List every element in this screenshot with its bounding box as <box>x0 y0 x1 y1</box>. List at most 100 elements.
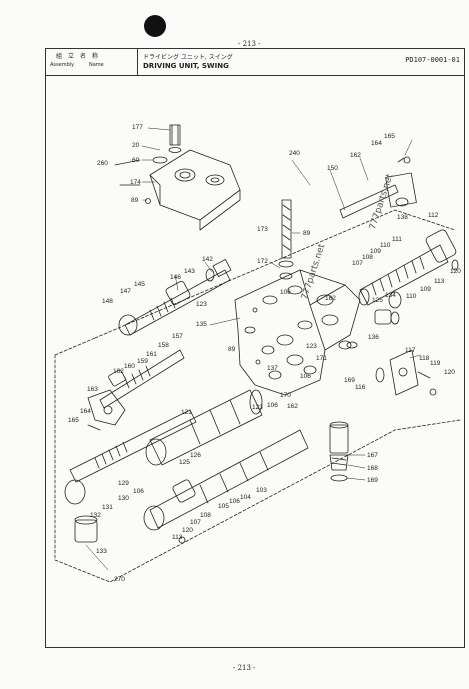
callout-116: 116 <box>355 384 366 391</box>
callout-137: 137 <box>267 365 278 372</box>
callout-120a: 120 <box>450 268 461 275</box>
callout-162b: 162 <box>325 295 336 302</box>
callout-169b: 169 <box>367 477 378 484</box>
callout-163: 163 <box>87 386 98 393</box>
callout-165b: 165 <box>68 417 79 424</box>
callout-123b: 123 <box>252 404 263 411</box>
callout-131: 131 <box>102 504 113 511</box>
callout-177: 177 <box>132 124 143 131</box>
callout-103: 103 <box>256 487 267 494</box>
callout-147: 147 <box>120 288 131 295</box>
callout-165a: 165 <box>384 133 395 140</box>
callout-108b: 108 <box>200 512 211 519</box>
spool-left-upper-icon <box>118 259 232 336</box>
page-number-top: - 213 - <box>238 40 261 48</box>
callout-133: 133 <box>96 548 107 555</box>
callout-270: 270 <box>114 576 125 583</box>
group-boundary-240 <box>94 209 456 339</box>
callout-60: 60 <box>132 157 140 164</box>
callout-110a: 110 <box>380 242 391 249</box>
callout-162a: 162 <box>350 152 361 159</box>
callout-134: 134 <box>385 292 396 299</box>
callout-107b: 107 <box>190 519 201 526</box>
drawing-frame <box>45 48 465 648</box>
callout-113b: 113 <box>172 534 183 541</box>
title-divider <box>137 48 138 75</box>
cover-260-icon <box>145 124 241 231</box>
title-jp: ドライビング ユニット, スイング <box>143 54 233 61</box>
callout-125b: 125 <box>179 459 190 466</box>
callout-143: 143 <box>184 268 195 275</box>
callout-106e: 106 <box>300 373 311 380</box>
callout-160: 160 <box>124 363 135 370</box>
callout-129: 129 <box>118 480 129 487</box>
leader-lines <box>85 127 421 571</box>
punch-hole-mark <box>144 15 166 37</box>
callout-123c: 123 <box>306 343 317 350</box>
callout-125a: 125 <box>372 297 383 304</box>
lever-163-icon <box>87 349 185 431</box>
part-code: PD107-0001-01 <box>405 56 460 64</box>
callout-120b: 120 <box>444 369 455 376</box>
callout-107a: 107 <box>352 260 363 267</box>
callout-136: 136 <box>368 334 379 341</box>
callout-170: 170 <box>280 392 291 399</box>
callout-118: 118 <box>419 355 430 362</box>
title-en: DRIVING UNIT, SWING <box>143 62 229 70</box>
callout-106c: 106 <box>133 488 144 495</box>
callout-167: 167 <box>367 452 378 459</box>
callout-110b: 110 <box>406 293 417 300</box>
callout-108a: 108 <box>362 254 373 261</box>
callout-161: 161 <box>146 351 157 358</box>
callout-171: 171 <box>316 355 327 362</box>
callout-121: 121 <box>181 409 192 416</box>
callout-172: 172 <box>257 258 268 265</box>
callout-142: 142 <box>202 256 213 263</box>
name-label: Name <box>89 62 104 68</box>
callout-138: 138 <box>397 214 408 221</box>
callout-157: 157 <box>172 333 183 340</box>
callout-89b: 89 <box>303 230 311 237</box>
callout-112: 112 <box>428 212 439 219</box>
spool-center-icon <box>145 389 263 466</box>
callout-89c: 89 <box>228 346 236 353</box>
callout-126: 126 <box>190 452 201 459</box>
callout-106d: 106 <box>229 498 240 505</box>
spool-right-icon <box>346 229 459 349</box>
page-number-bottom: - 213 - <box>233 664 256 672</box>
spool-lower-left-icon <box>64 409 197 543</box>
shaft-150-icon <box>339 156 417 219</box>
group-boundary-lower <box>54 337 461 583</box>
callout-164: 164 <box>371 140 382 147</box>
callout-159: 159 <box>137 358 148 365</box>
callout-150: 150 <box>327 165 338 172</box>
callout-106b: 106 <box>267 402 278 409</box>
callout-162c: 162 <box>113 368 124 375</box>
assembly-jp-label: 組立名称 <box>56 53 105 60</box>
callout-104: 104 <box>240 494 251 501</box>
callout-123a: 123 <box>196 301 207 308</box>
plug-167-icon <box>329 421 349 482</box>
callout-119: 119 <box>430 360 441 367</box>
group-boundary-260 <box>114 159 141 186</box>
bolt-173-icon <box>278 199 294 280</box>
callout-135: 135 <box>196 321 207 328</box>
callout-120c: 120 <box>182 527 193 534</box>
callout-260: 260 <box>97 160 108 167</box>
callout-132: 132 <box>90 512 101 519</box>
callout-158: 158 <box>158 342 169 349</box>
title-block: 組立名称 Assembly Name ドライビング ユニット, スイング DRI… <box>45 48 465 76</box>
callout-109b: 109 <box>420 286 431 293</box>
callout-173: 173 <box>257 226 268 233</box>
callout-20: 20 <box>132 142 140 149</box>
spool-lower-icon <box>143 429 309 544</box>
callout-106a: 106 <box>280 289 291 296</box>
callout-174: 174 <box>130 179 141 186</box>
callout-105: 105 <box>218 503 229 510</box>
callout-168: 168 <box>367 465 378 472</box>
callout-162d: 162 <box>287 403 298 410</box>
callout-240: 240 <box>289 150 300 157</box>
callout-130: 130 <box>118 495 129 502</box>
